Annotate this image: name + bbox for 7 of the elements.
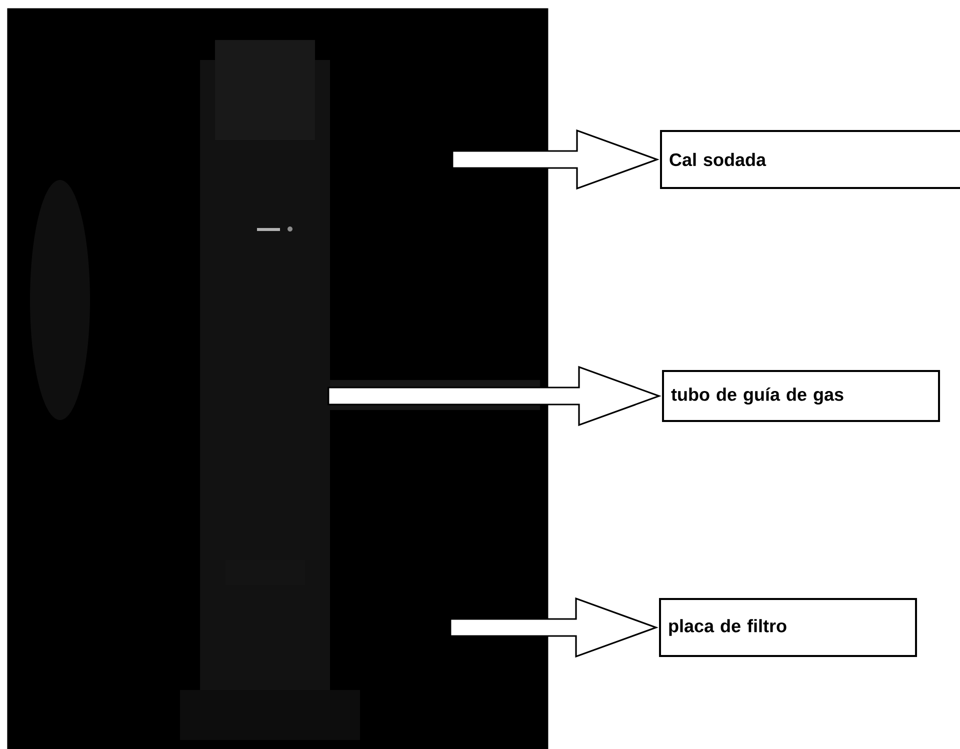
picture — [7, 8, 548, 749]
label-box: placa de filtro — [659, 598, 918, 657]
block-arrow — [328, 366, 662, 426]
block-arrow — [452, 129, 660, 190]
block-arrow — [450, 597, 658, 658]
label-box: tubo de guía de gas — [662, 370, 940, 422]
label-box: Cal sodada — [660, 130, 960, 189]
